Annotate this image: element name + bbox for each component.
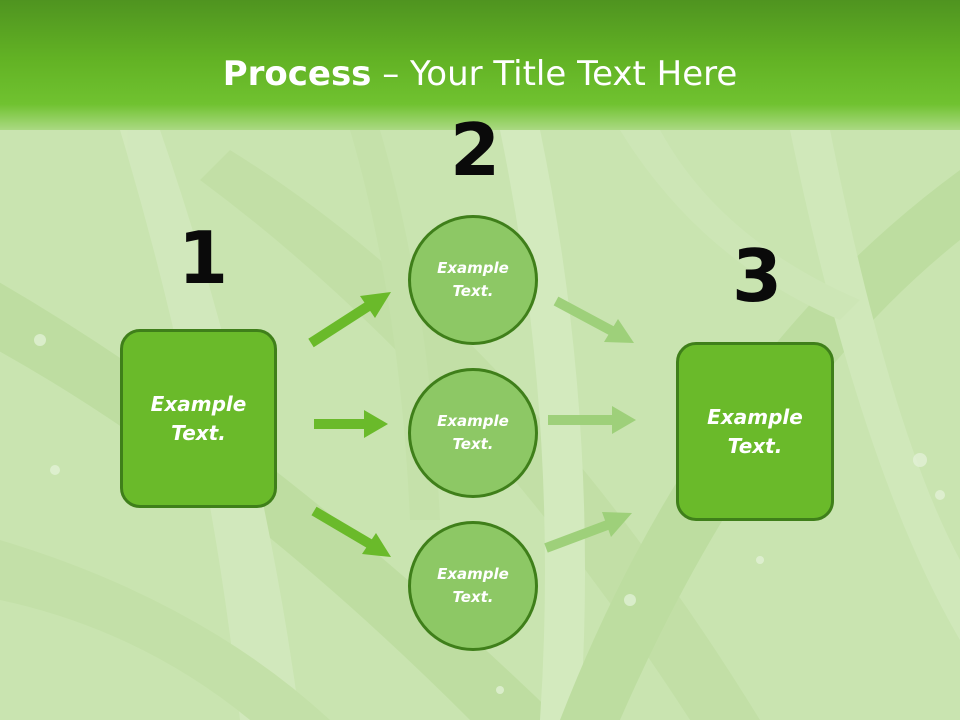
arrow-1-to-middle: [314, 410, 388, 438]
arrow-top-to-3: [553, 296, 634, 343]
step-box-1-line2: Text.: [171, 420, 226, 445]
arrow-1-to-bottom: [311, 506, 391, 557]
arrow-bottom-to-3: [544, 512, 632, 553]
step-box-1: Example Text.: [120, 329, 277, 508]
circle-bottom-line1: Example: [437, 565, 509, 583]
arrow-middle-to-3: [548, 406, 636, 434]
circle-middle-line1: Example: [437, 412, 509, 430]
step-box-3-line1: Example: [707, 404, 803, 429]
step-2-circle-bottom: Example Text.: [408, 521, 538, 651]
step-box-3-line2: Text.: [727, 433, 783, 458]
step-number-3: 3: [732, 234, 783, 318]
step-number-1: 1: [178, 216, 229, 300]
circle-top-line2: Text.: [452, 282, 494, 300]
step-2-circle-top: Example Text.: [408, 215, 538, 345]
step-2-circle-middle: Example Text.: [408, 368, 538, 498]
title-bold: Process: [222, 54, 372, 94]
arrow-1-to-top: [308, 292, 391, 348]
step-box-1-line1: Example: [150, 391, 247, 416]
step-box-3: Example Text.: [676, 342, 834, 521]
step-number-2: 2: [450, 108, 501, 192]
circle-bottom-line2: Text.: [452, 588, 494, 606]
title-rest: – Your Title Text Here: [371, 54, 738, 94]
circle-middle-line2: Text.: [452, 435, 494, 453]
header-band: [0, 0, 960, 130]
slide-title: Process – Your Title Text Here: [0, 52, 960, 96]
circle-top-line1: Example: [437, 259, 509, 277]
